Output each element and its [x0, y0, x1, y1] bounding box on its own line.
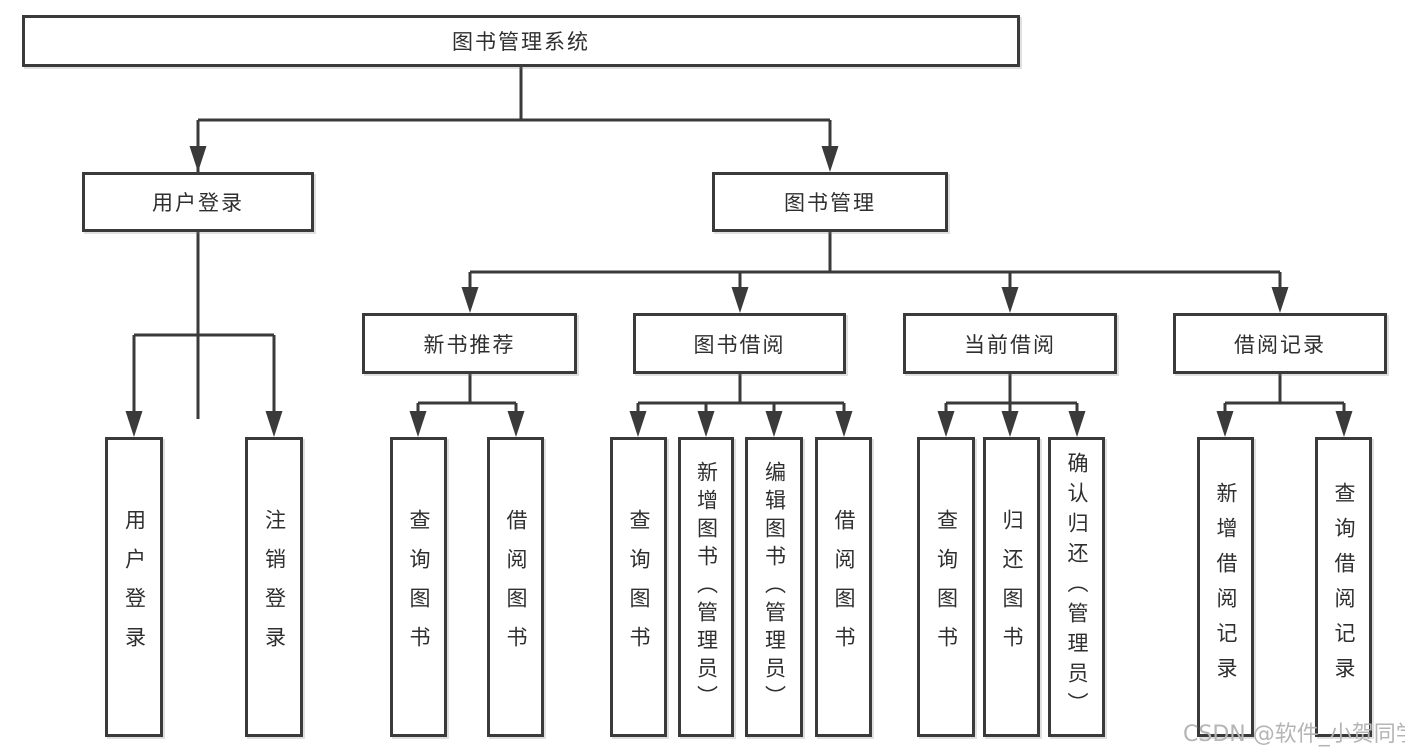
leaf-confirm-return-admin: 确认归还（管理员） — [1048, 437, 1105, 737]
node-borrow-records: 借阅记录 — [1173, 313, 1387, 374]
arrowheads — [125, 146, 1353, 437]
node-borrow-records-label: 借阅记录 — [1234, 332, 1326, 357]
node-root-label: 图书管理系统 — [452, 30, 590, 54]
node-new-book-recommend-label: 新书推荐 — [423, 332, 516, 357]
node-book-management: 图书管理 — [712, 172, 948, 232]
node-book-management-label: 图书管理 — [784, 191, 876, 215]
leaf-edit-books-admin: 编辑图书（管理员） — [745, 437, 803, 737]
node-new-book-recommend: 新书推荐 — [362, 313, 577, 374]
leaf-query-borrow-record: 查询借阅记录 — [1315, 437, 1372, 737]
node-current-borrowing-label: 当前借阅 — [964, 332, 1056, 357]
leaf-return-books: 归还图书 — [983, 437, 1040, 737]
leaf-query-books-recommend: 查询图书 — [390, 437, 447, 737]
node-user-login: 用户登录 — [82, 172, 314, 232]
leaf-borrow-books-recommend: 借阅图书 — [487, 437, 544, 737]
watermark: CSDN @软件_小贺同学 — [1183, 722, 1405, 747]
leaf-user-login: 用户登录 — [105, 437, 163, 737]
leaf-borrow-books-borrowing: 借阅图书 — [815, 437, 872, 737]
leaf-add-books-admin: 新增图书（管理员） — [678, 437, 734, 737]
leaf-logout-login: 注销登录 — [245, 437, 303, 737]
leaf-add-borrow-record: 新增借阅记录 — [1197, 437, 1254, 737]
leaf-query-books-current: 查询图书 — [917, 437, 975, 737]
node-book-borrowing: 图书借阅 — [633, 313, 846, 374]
node-book-borrowing-label: 图书借阅 — [693, 332, 786, 357]
node-current-borrowing: 当前借阅 — [903, 313, 1117, 374]
node-root: 图书管理系统 — [22, 15, 1020, 67]
leaf-query-books-borrowing: 查询图书 — [610, 437, 667, 737]
node-user-login-label: 用户登录 — [152, 191, 244, 215]
